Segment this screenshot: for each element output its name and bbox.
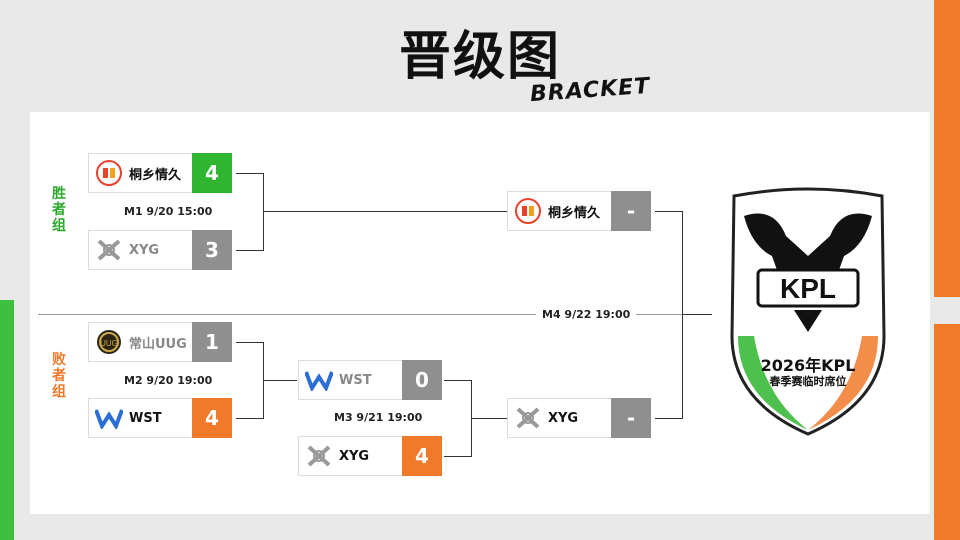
m4-connector bbox=[682, 211, 683, 419]
xyg-logo-icon bbox=[514, 404, 542, 432]
losers-group-label: 败者组 bbox=[52, 352, 66, 400]
badge-year-line: 2026年KPL bbox=[760, 356, 856, 375]
m2-connector bbox=[236, 418, 264, 419]
xyg-logo-icon bbox=[305, 442, 333, 470]
team-name: WST bbox=[129, 410, 162, 426]
team-score: 0 bbox=[402, 360, 442, 400]
m4-top-team[interactable]: 桐乡情久 - bbox=[507, 191, 651, 231]
m1-connector bbox=[263, 173, 264, 251]
team-name: XYG bbox=[129, 242, 160, 258]
m3-connector bbox=[444, 380, 472, 381]
team-name: 桐乡情久 bbox=[129, 167, 182, 183]
m2-match-label: M2 9/20 19:00 bbox=[124, 374, 213, 387]
bracket-divider bbox=[38, 314, 708, 315]
wst-logo-icon bbox=[305, 366, 333, 394]
m4-bottom-team[interactable]: XYG - bbox=[507, 398, 651, 438]
team-name: 常山UUG bbox=[129, 336, 187, 352]
team-score: 4 bbox=[192, 398, 232, 438]
m3-top-team[interactable]: WST 0 bbox=[298, 360, 442, 400]
svg-text:UUG: UUG bbox=[100, 339, 118, 348]
team-score: 4 bbox=[402, 436, 442, 476]
m1-connector bbox=[236, 173, 264, 174]
tongxiang-logo-icon bbox=[95, 159, 123, 187]
team-name: XYG bbox=[339, 448, 370, 464]
team-score: - bbox=[611, 398, 651, 438]
wst-logo-icon bbox=[95, 404, 123, 432]
m3-connector bbox=[471, 418, 507, 419]
kpl-badge: KPL bbox=[730, 187, 886, 436]
tongxiang-logo-icon bbox=[514, 197, 542, 225]
uug-logo-icon: UUG bbox=[95, 328, 123, 356]
m1-top-team[interactable]: 桐乡情久 4 bbox=[88, 153, 232, 193]
m2-bottom-team[interactable]: WST 4 bbox=[88, 398, 232, 438]
m4-connector bbox=[655, 211, 683, 212]
team-score: 3 bbox=[192, 230, 232, 270]
xyg-logo-icon bbox=[95, 236, 123, 264]
team-name: 桐乡情久 bbox=[548, 205, 601, 221]
m3-connector bbox=[444, 456, 472, 457]
m4-connector bbox=[655, 418, 683, 419]
m2-top-team[interactable]: UUG 常山UUG 1 bbox=[88, 322, 232, 362]
winners-group-label: 胜者组 bbox=[52, 186, 66, 234]
m1-bottom-team[interactable]: XYG 3 bbox=[88, 230, 232, 270]
badge-sub-line: 春季赛临时席位 bbox=[769, 375, 847, 388]
m3-match-label: M3 9/21 19:00 bbox=[334, 411, 423, 424]
m3-bottom-team[interactable]: XYG 4 bbox=[298, 436, 442, 476]
page-title: 晋级图 bbox=[398, 27, 561, 87]
m1-match-label: M1 9/20 15:00 bbox=[124, 205, 213, 218]
team-name: XYG bbox=[548, 410, 579, 426]
m2-connector bbox=[236, 342, 264, 343]
team-score: - bbox=[611, 191, 651, 231]
m4-match-label: M4 9/22 19:00 bbox=[536, 308, 637, 321]
dragon-emblem-icon bbox=[744, 213, 872, 284]
m1-connector bbox=[263, 211, 507, 212]
m1-connector bbox=[236, 250, 264, 251]
left-accent-stripe bbox=[0, 300, 14, 540]
team-name: WST bbox=[339, 372, 372, 388]
team-score: 4 bbox=[192, 153, 232, 193]
m2-connector bbox=[263, 380, 297, 381]
kpl-logo-text: KPL bbox=[780, 273, 836, 304]
team-score: 1 bbox=[192, 322, 232, 362]
right-accent-stripe bbox=[934, 0, 960, 540]
m4-connector bbox=[682, 314, 712, 315]
